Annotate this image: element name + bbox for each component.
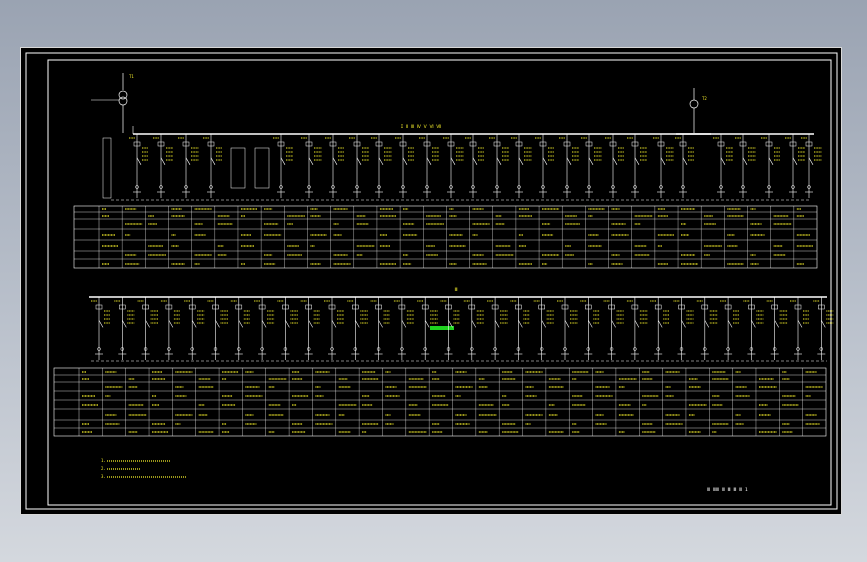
- feeder-circuit: [735, 134, 756, 198]
- feeder-circuit: [813, 297, 834, 360]
- note-3: 3.: [101, 474, 106, 479]
- bottom-busbar-label: Ⅲ: [454, 287, 457, 293]
- feeder-circuit: [489, 134, 509, 198]
- top-section: T1 T2 I Ⅱ Ⅲ Ⅳ Ⅴ Ⅵ Ⅶ: [73, 73, 822, 269]
- feeder-circuit: [440, 297, 460, 360]
- feeder-circuit: [129, 134, 148, 198]
- feeder-circuit: [184, 297, 205, 360]
- feeder-circuit: [463, 297, 484, 360]
- feeder-circuit: [533, 297, 554, 360]
- feeder-circuit: [790, 297, 809, 360]
- feeder-circuit: [653, 134, 674, 198]
- bottom-parameter-table: [53, 367, 827, 437]
- feeder-circuit: [203, 134, 222, 198]
- feeder-circuit: [696, 297, 718, 360]
- feeder-circuit: [349, 134, 369, 198]
- feeder-circuit: [347, 297, 369, 360]
- feeder-circuit: [417, 297, 439, 360]
- title-block: Ⅲ ⅢⅢ Ⅲ Ⅲ Ⅲ Ⅲ 1: [707, 487, 748, 493]
- bottom-feeders: [91, 297, 834, 360]
- feeder-circuit: [371, 134, 392, 198]
- top-busbar-label: I Ⅱ Ⅲ Ⅳ Ⅴ Ⅵ Ⅶ: [401, 124, 443, 130]
- feeder-circuit: [761, 134, 780, 198]
- feeder-circuit: [801, 134, 822, 198]
- top-feeders: [129, 134, 822, 198]
- bottom-section: Ⅲ: [53, 287, 834, 437]
- feeder-circuit: [393, 297, 414, 360]
- feeder-circuit: [487, 297, 509, 360]
- feeder-circuit: [605, 134, 624, 198]
- feeder-circuit: [627, 134, 647, 198]
- feeder-circuit: [511, 134, 532, 198]
- feeder-circuit: [419, 134, 439, 198]
- feeder-circuit: [650, 297, 670, 360]
- feeder-circuit: [766, 297, 788, 360]
- feeder-circuit: [743, 297, 764, 360]
- feeder-circuit: [559, 134, 579, 198]
- transformer-left-label: T1: [129, 74, 134, 79]
- notes-block: 1. 2. 3.: [101, 458, 186, 479]
- feeder-circuit: [580, 297, 600, 360]
- feeder-circuit: [713, 134, 733, 198]
- outer-frame: [25, 52, 838, 510]
- feeder-circuit: [160, 297, 180, 360]
- feeder-circuit: [395, 134, 414, 198]
- feeder-circuit: [673, 297, 694, 360]
- feeder-circuit: [510, 297, 530, 360]
- feeder-circuit: [581, 134, 602, 198]
- top-parameter-table: [73, 205, 818, 269]
- feeder-circuit: [557, 297, 578, 360]
- feeder-circuit: [535, 134, 554, 198]
- feeder-circuit: [254, 297, 275, 360]
- feeder-circuit: [720, 297, 740, 360]
- feeder-circuit: [207, 297, 229, 360]
- single-line-diagram: T1 T2 I Ⅱ Ⅲ Ⅳ Ⅴ Ⅵ Ⅶ: [25, 52, 838, 510]
- feeder-circuit: [675, 134, 694, 198]
- selected-element-highlight[interactable]: [430, 326, 454, 330]
- feeder-circuit: [301, 134, 322, 198]
- feeder-circuit: [603, 297, 624, 360]
- feeder-circuit: [465, 134, 484, 198]
- cad-viewport[interactable]: T1 T2 I Ⅱ Ⅲ Ⅳ Ⅴ Ⅵ Ⅶ: [20, 47, 842, 515]
- feeder-circuit: [273, 134, 293, 198]
- feeder-circuit: [324, 297, 344, 360]
- feeder-circuit: [114, 297, 135, 360]
- feeder-circuit: [300, 297, 320, 360]
- feeder-circuit: [178, 134, 199, 198]
- feeder-circuit: [137, 297, 159, 360]
- feeder-circuit: [443, 134, 464, 198]
- note-1: 1.: [101, 458, 106, 463]
- feeder-circuit: [785, 134, 805, 198]
- transformer-right: T2: [689, 88, 707, 133]
- inner-frame: [47, 59, 832, 506]
- feeder-circuit: [153, 134, 173, 198]
- transformer-left: T1: [91, 73, 134, 133]
- feeder-circuit: [370, 297, 390, 360]
- transformer-right-label: T2: [702, 96, 707, 101]
- feeder-circuit: [230, 297, 250, 360]
- feeder-circuit: [91, 297, 110, 360]
- feeder-circuit: [626, 297, 648, 360]
- note-2: 2.: [101, 466, 106, 471]
- feeder-circuit: [277, 297, 299, 360]
- feeder-circuit: [325, 134, 344, 198]
